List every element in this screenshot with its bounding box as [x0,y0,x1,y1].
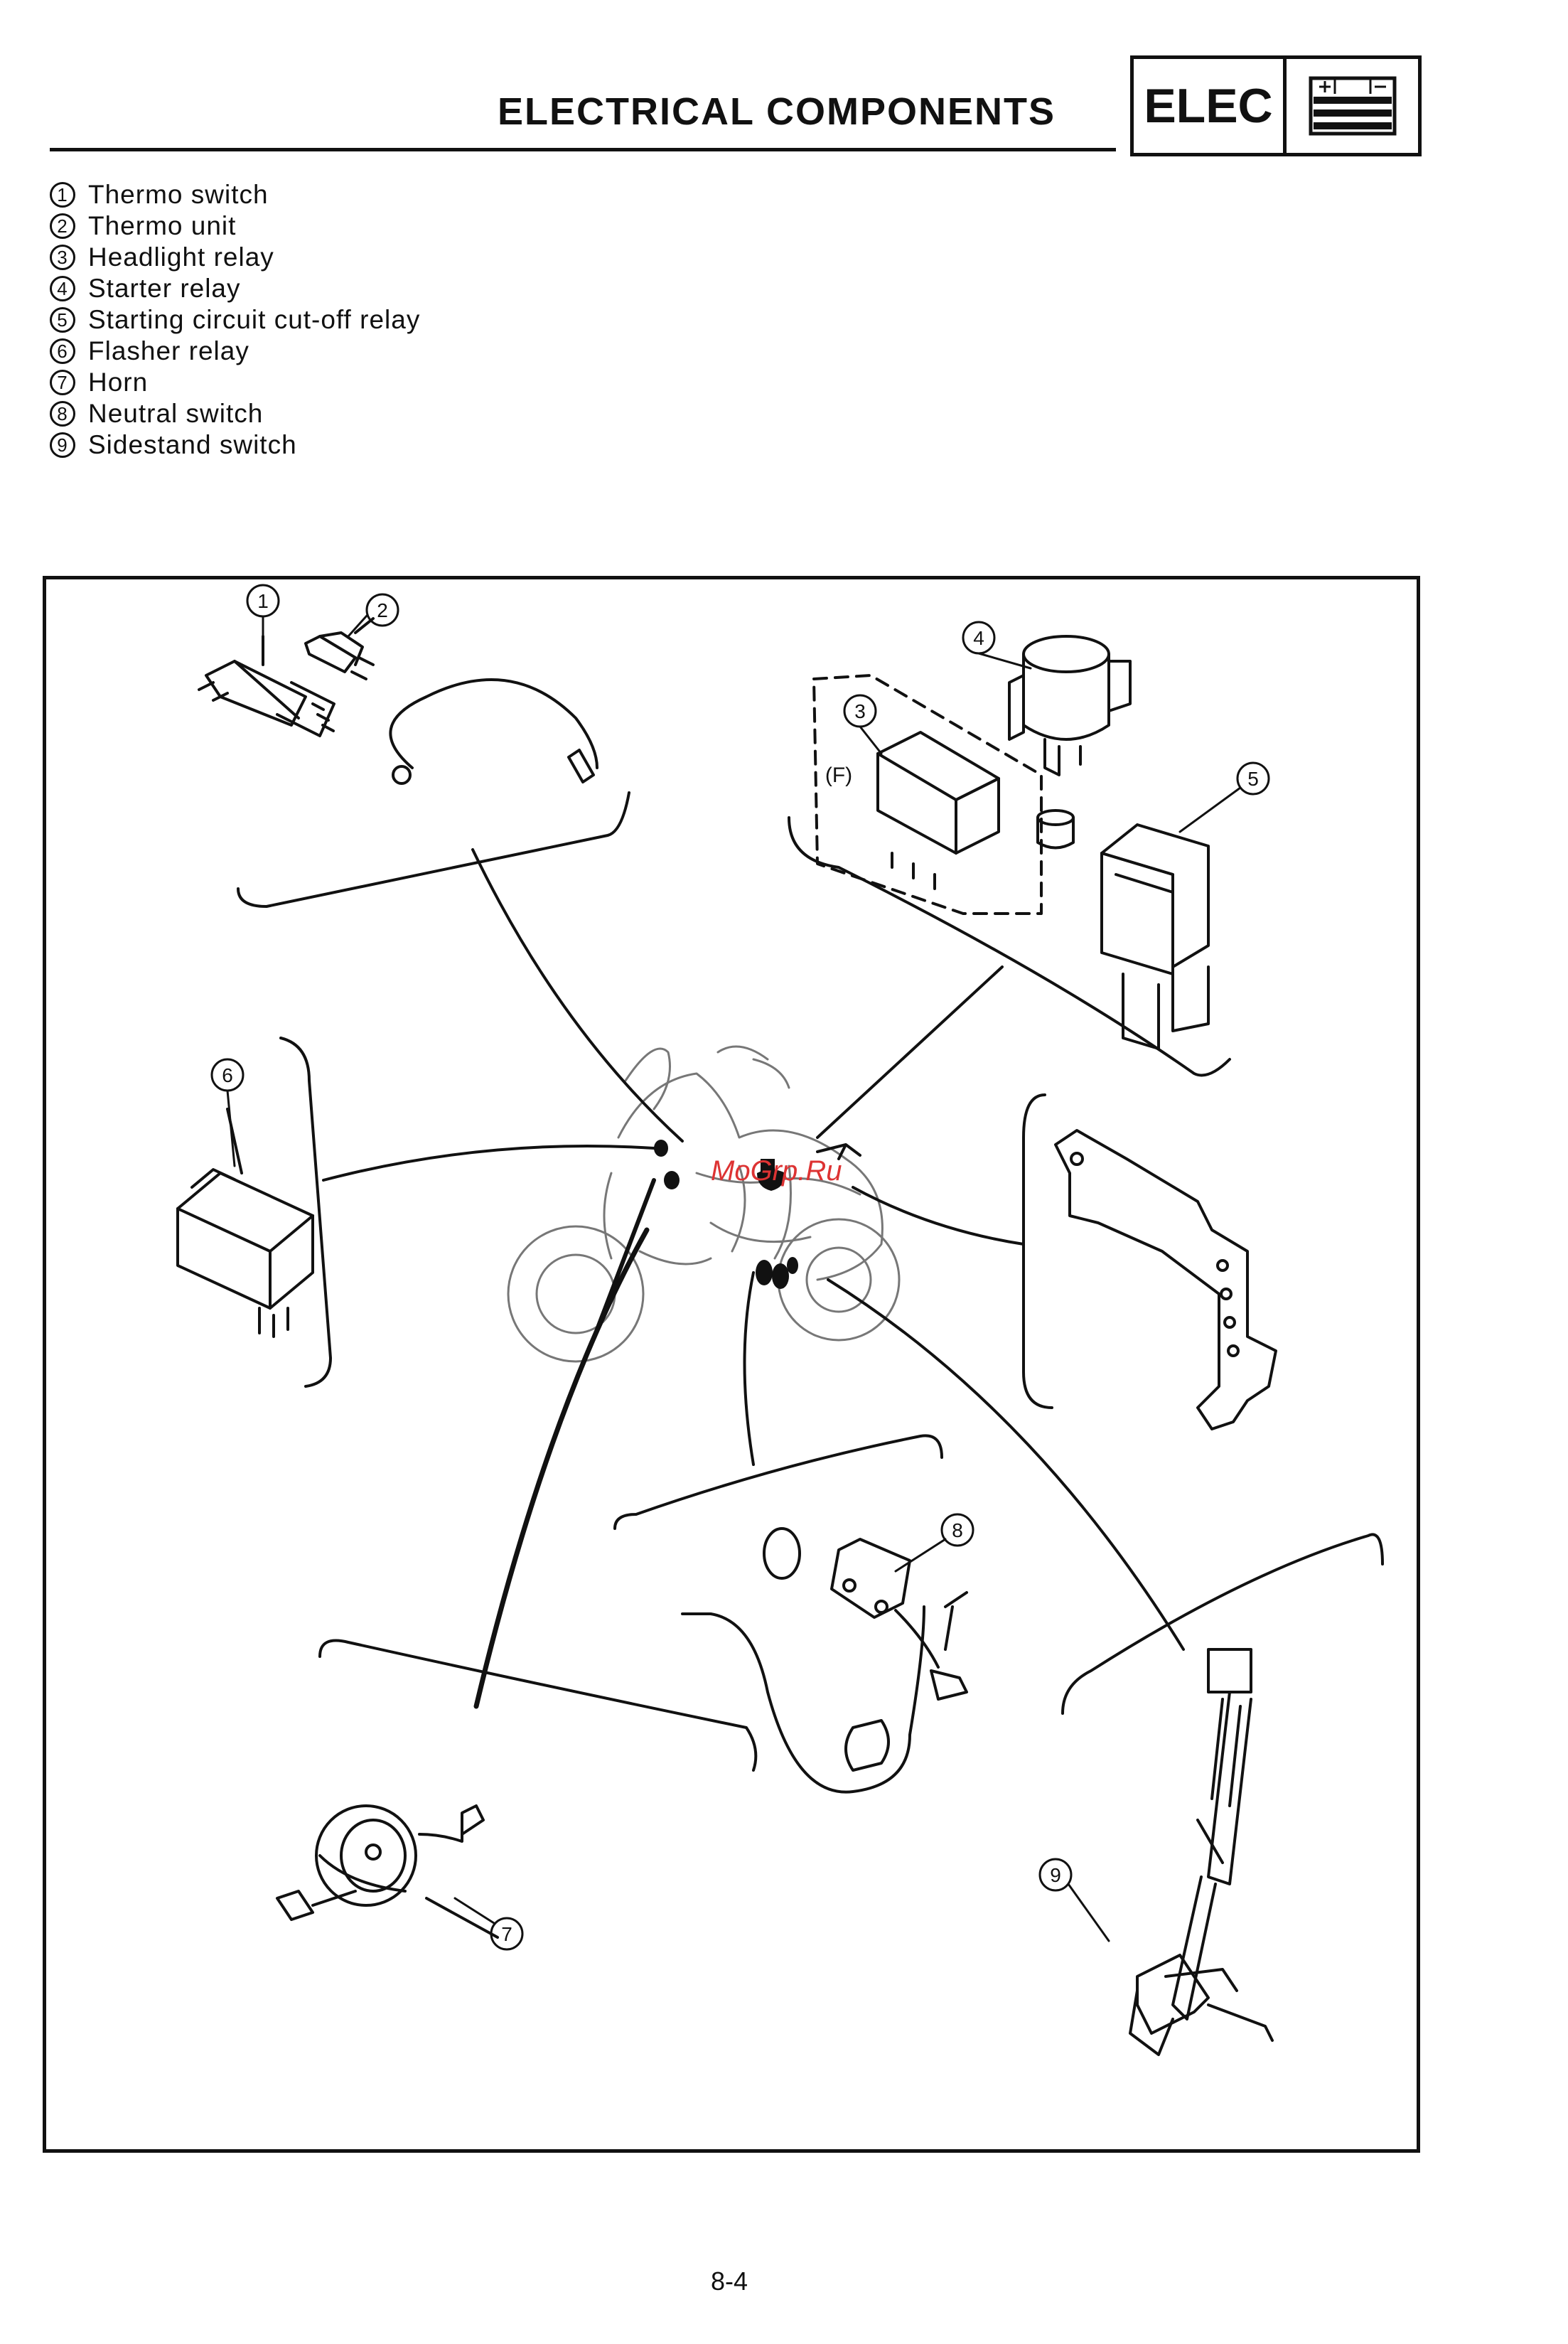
group-label: (F) [825,764,852,787]
callout-label: 7 [501,1923,512,1945]
bracket-3-4-5 [789,818,1230,1076]
starter-relay [1009,636,1130,775]
callout-label: 2 [377,599,388,621]
thermo-wire [390,680,597,783]
leader-8 [745,1273,754,1465]
callout-label: 8 [952,1519,963,1541]
motorcycle-outline [508,1047,899,1361]
watermark: MoGrp.Ru [711,1155,842,1187]
sidestand-switch [1130,1649,1272,2055]
rubber-grommet [1038,810,1073,848]
callout-label: 4 [973,627,984,649]
bracket-right [1024,1095,1052,1408]
callout-circles [212,585,1269,1949]
bracket-8 [615,1435,942,1529]
horn [277,1806,498,1937]
callout-label: 1 [257,590,269,612]
leader-1-2 [473,850,682,1141]
frame-bracket [1056,1130,1276,1429]
bracket-9 [1063,1534,1382,1713]
callout-label: 6 [222,1064,233,1086]
neutral-switch [682,1529,967,1792]
cutoff-relay [1102,825,1208,1049]
headlight-relay-group [814,675,1041,914]
thermo-switch [199,636,334,736]
leader-9 [828,1280,1183,1649]
bracket-7 [320,1641,756,1771]
leader-6 [323,1146,654,1180]
page-number: 8-4 [711,2267,748,2296]
thermo-unit [306,619,373,679]
callout-leaders [227,616,1240,1941]
callout-label: 3 [854,700,866,722]
callout-label: 9 [1050,1864,1061,1886]
headlight-relay [878,732,999,889]
leader-7 [476,1230,647,1706]
leader-3-4-5 [817,967,1002,1138]
flasher-relay [178,1109,313,1337]
callout-label: 5 [1247,768,1259,790]
bracket-1-2 [238,793,629,906]
